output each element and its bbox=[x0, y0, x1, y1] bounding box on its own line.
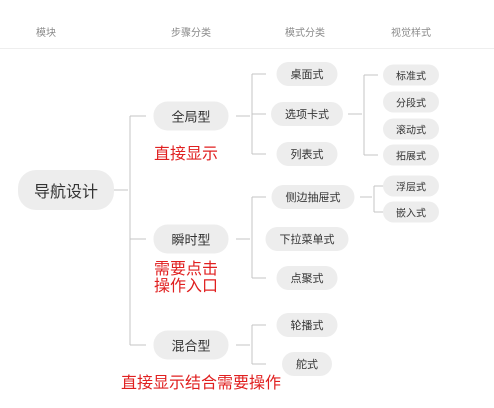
node-drawer-mode: 侧边抽屉式 bbox=[271, 185, 355, 209]
root-node-nav-design: 导航设计 bbox=[17, 170, 115, 210]
node-scroll-style: 滚动式 bbox=[383, 118, 439, 140]
node-desktop-mode: 桌面式 bbox=[276, 62, 338, 86]
node-segmented-style: 分段式 bbox=[383, 91, 439, 113]
node-floating-style: 浮层式 bbox=[383, 175, 439, 197]
node-standard-style: 标准式 bbox=[383, 64, 439, 86]
node-global-type: 全局型 bbox=[153, 101, 229, 131]
header-mode: 模式分类 bbox=[285, 28, 325, 39]
annotation-combined: 直接显示结合需要操作 bbox=[121, 373, 282, 392]
node-expand-style: 拓展式 bbox=[383, 144, 439, 166]
annotation-direct-display: 直接显示 bbox=[154, 144, 219, 163]
node-focus-mode: 点聚式 bbox=[276, 266, 338, 290]
node-tabcard-mode: 选项卡式 bbox=[271, 102, 343, 126]
node-dropdown-mode: 下拉菜单式 bbox=[265, 227, 349, 251]
header-divider bbox=[0, 48, 494, 49]
annotation-click-line2: 操作入口 bbox=[154, 276, 219, 295]
header-style: 视觉样式 bbox=[391, 28, 431, 39]
node-list-mode: 列表式 bbox=[276, 142, 338, 166]
node-mixed-type: 混合型 bbox=[153, 330, 229, 360]
header-module: 模块 bbox=[36, 28, 56, 39]
node-embedded-style: 嵌入式 bbox=[383, 201, 439, 223]
node-rudder-mode: 舵式 bbox=[282, 352, 332, 376]
annotation-click-line1: 需要点击 bbox=[154, 259, 219, 278]
node-instant-type: 瞬时型 bbox=[153, 224, 229, 254]
header-steps: 步骤分类 bbox=[171, 28, 211, 39]
node-carousel-mode: 轮播式 bbox=[276, 313, 338, 337]
